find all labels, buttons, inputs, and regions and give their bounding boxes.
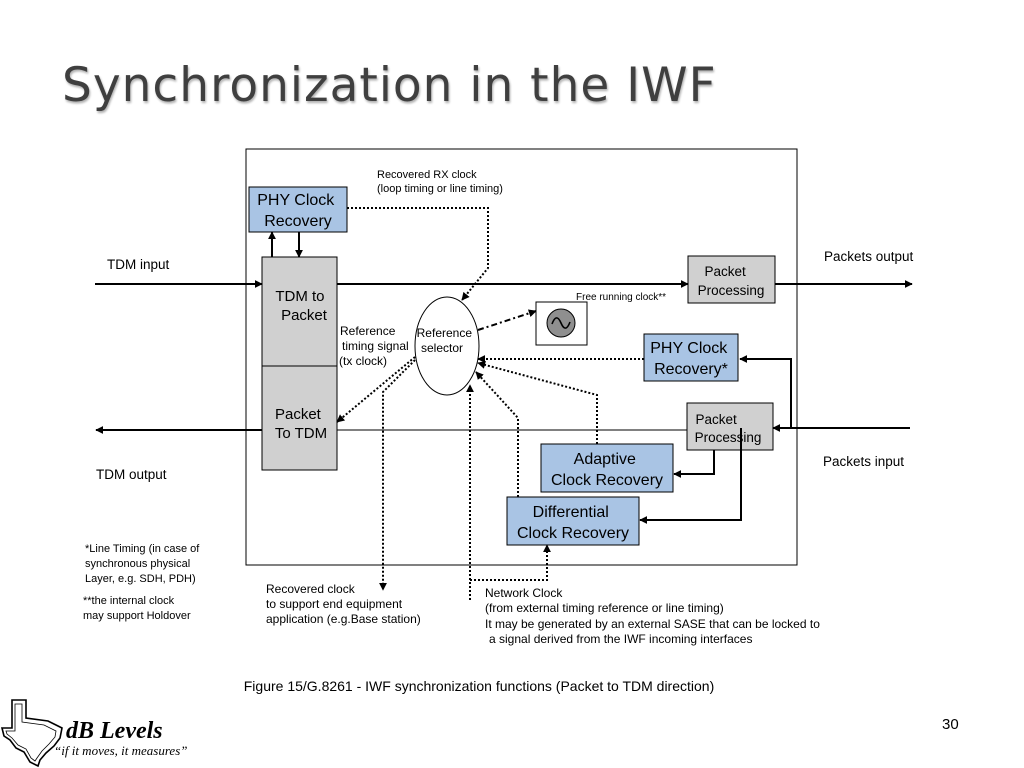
differential-clock-recovery-box [506,496,640,546]
figure-caption: Figure 15/G.8261 - IWF synchronization f… [243,678,715,694]
network-clock-to-differential [470,544,551,581]
processing-to-adaptive [673,450,715,478]
recovered-rx-clock-label: Recovered RX clock (loop timing or line … [377,169,503,195]
tdm-output-label: TDM output [96,467,167,482]
slide-title: Synchronization in the IWF [62,58,717,113]
free-running-clock-path [477,309,537,331]
logo-name: dB Levels [66,718,163,744]
packets-input-label: Packets input [823,454,904,469]
iwf-frame [245,148,798,566]
phy-clock-recovery-top-box [248,186,348,233]
network-clock-label: Network Clock (from external timing refe… [485,586,823,646]
tdm-input-label: TDM input [107,257,170,272]
packet-processing-bottom-label: Packet Processing [695,412,762,445]
phy-clock-recovery-top-label: PHY Clock Recovery [257,192,339,230]
tdm-to-packet-label: TDM to Packet [275,288,328,324]
packets-output-label: Packets output [824,249,914,264]
sine-wave-icon [551,317,571,329]
adaptive-clock-recovery-box [540,443,674,493]
page-number: 30 [942,716,959,733]
reference-timing-signal-path [336,356,416,423]
packets-input-to-differential [639,428,742,524]
logo-tagline: “if it moves, it measures” [54,743,188,758]
reference-selector-label: Reference selector [417,326,476,355]
phy-clock-recovery-right-label: PHY Clock Recovery* [650,340,732,378]
packet-to-tdm-box [261,365,338,471]
packet-to-tdm-label: Packet To TDM [275,406,327,442]
free-running-clock-label: Free running clock** [576,292,666,303]
differential-clock-recovery-label: Differential Clock Recovery [517,504,629,542]
internal-clock-note: **the internal clock may support Holdove… [83,595,191,622]
reference-selector-ellipse [414,296,480,396]
texas-inner-outline-icon [5,703,57,762]
recovered-rx-clock-path [347,207,489,301]
packet-processing-bottom-box [686,402,774,451]
line-timing-note: *Line Timing (in case of synchronous phy… [85,543,202,585]
adaptive-clock-recovery-label: Adaptive Clock Recovery [551,451,663,489]
adaptive-to-selector [477,361,598,444]
recovered-clock-label: Recovered clock to support end equipment… [266,582,421,626]
reference-timing-signal-label: Reference timing signal (tx clock) [339,324,412,368]
differential-to-selector [475,371,519,497]
db-levels-logo [0,699,63,768]
packet-processing-top-box [687,255,776,304]
texas-outline-icon [0,699,63,768]
recovered-clock-output-path [379,359,416,591]
packet-processing-top-label: Packet Processing [698,264,765,298]
phy-clock-recovery-right-box [643,333,739,382]
packets-input-to-phy-right [739,355,792,428]
